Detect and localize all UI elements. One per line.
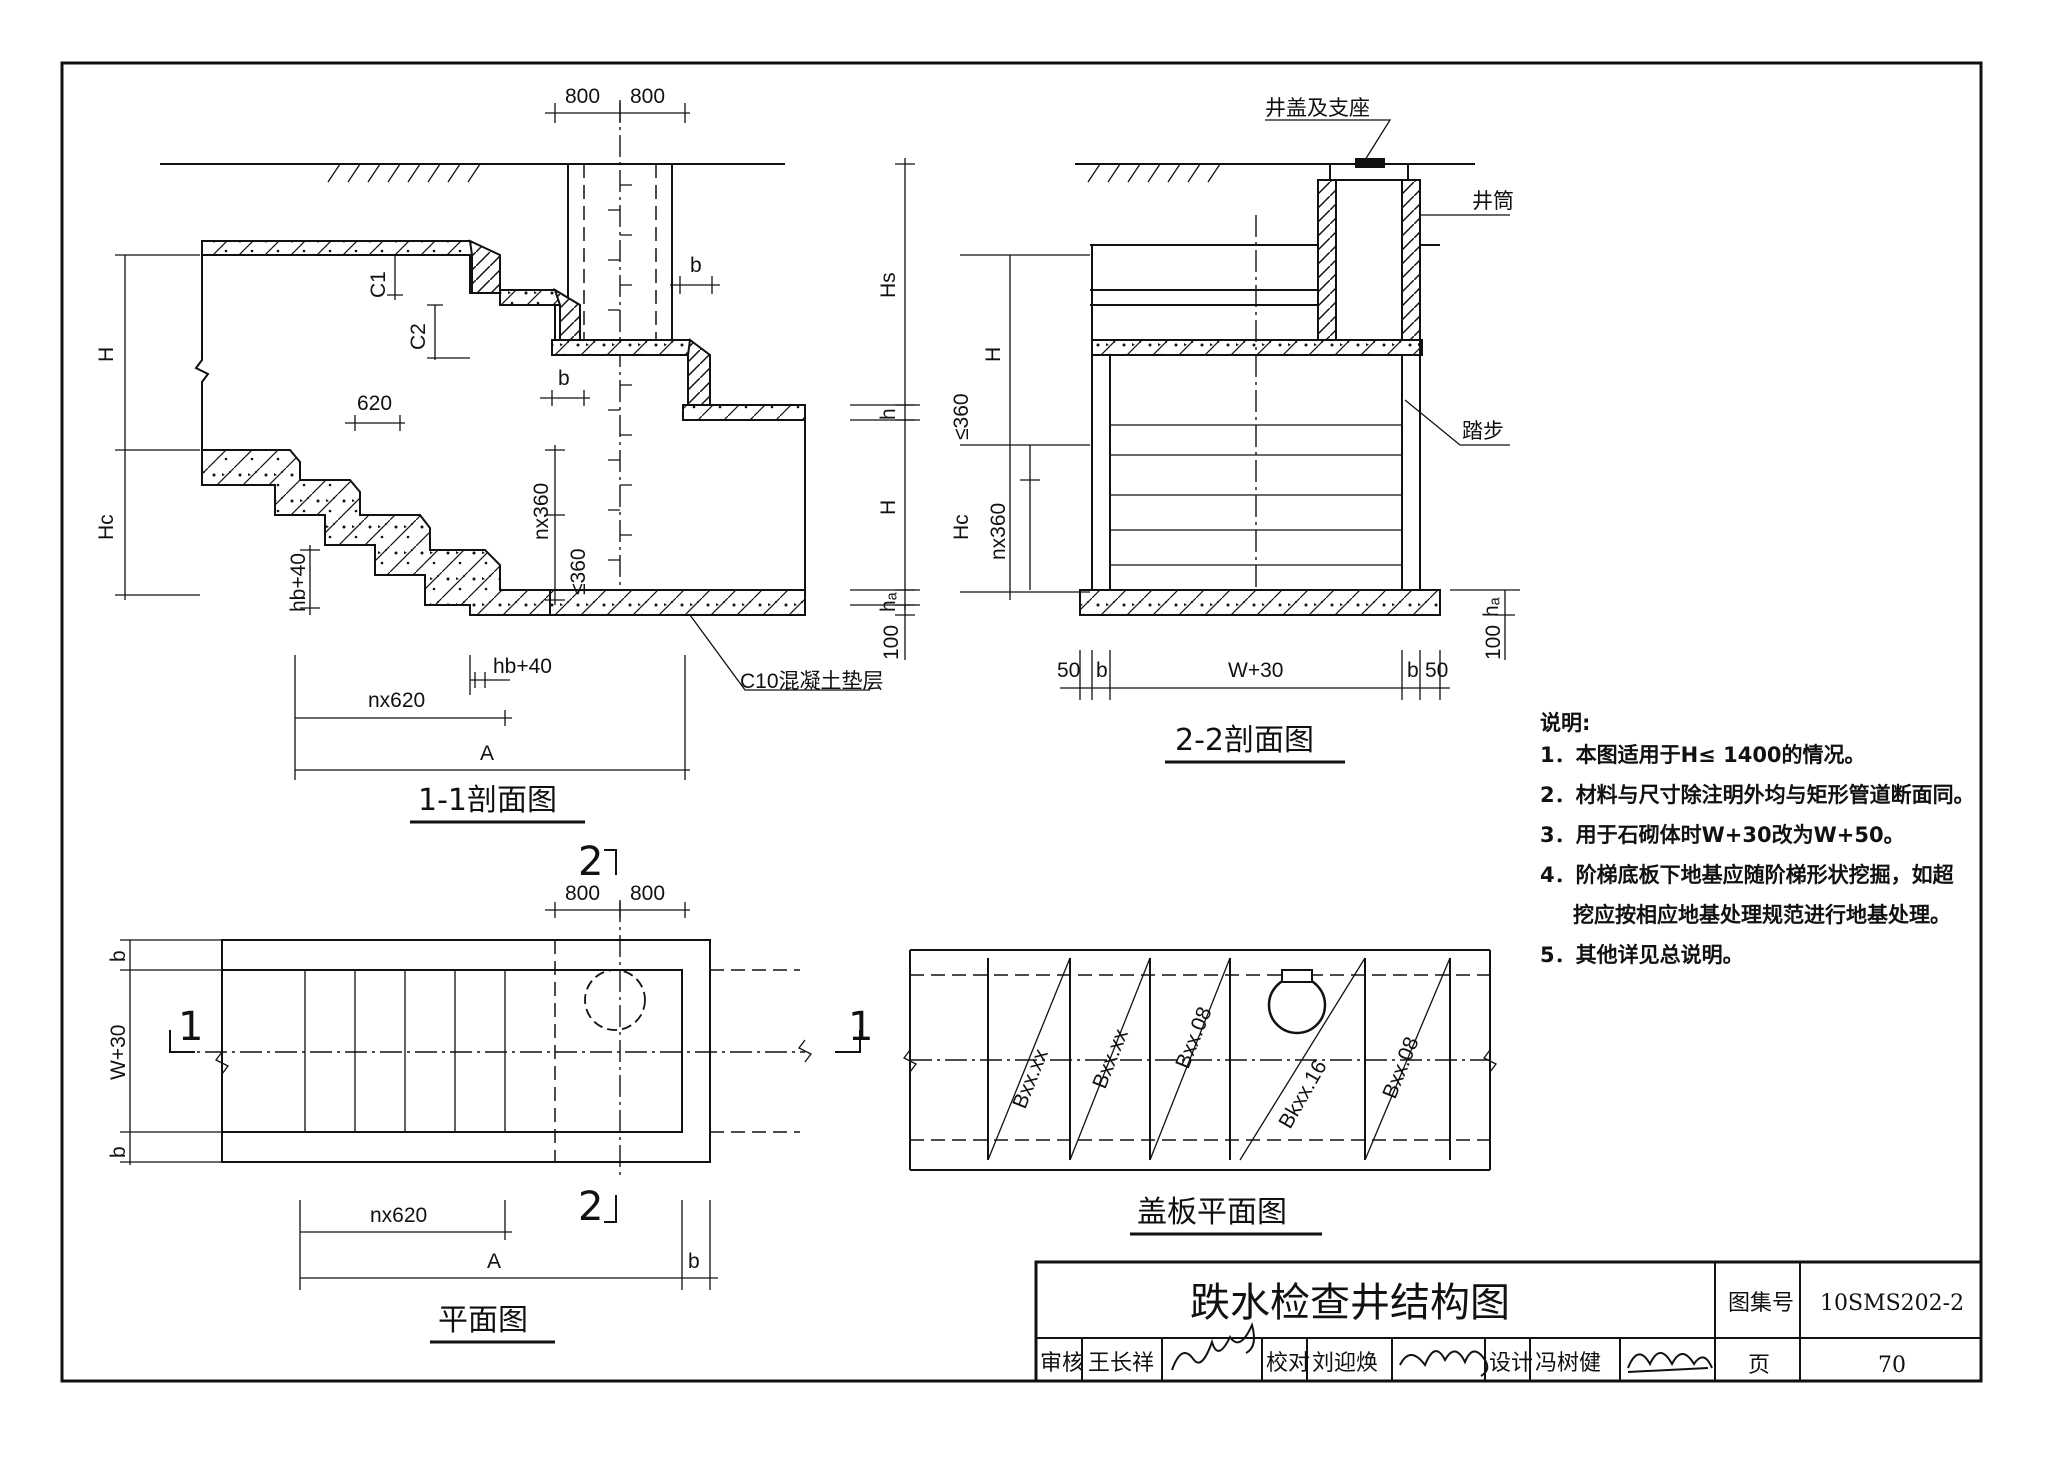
sheet-border xyxy=(60,61,1983,1383)
design-label: 设计 xyxy=(1489,1351,1533,1376)
dim-2-50a: 50 xyxy=(1057,659,1080,682)
plan-dim-b-right: b xyxy=(688,1250,700,1273)
note-4: 4．阶梯底板下地基应随阶梯形状挖掘，如超 xyxy=(1540,863,1955,887)
plan-dim-nx620: nx620 xyxy=(370,1204,427,1227)
callout-steps: 踏步 xyxy=(1462,420,1504,443)
dim-800-a: 800 xyxy=(565,85,600,108)
dim-hs: Hs xyxy=(877,272,900,298)
dim-2-le360: ≤360 xyxy=(950,393,973,440)
plan-section-2-bottom: 2 xyxy=(578,1184,603,1230)
dim-b-mid: b xyxy=(558,367,570,390)
checker-name: 刘迎焕 xyxy=(1312,1351,1378,1376)
notes-heading: 说明: xyxy=(1540,711,1590,735)
dim-2-nx360: nx360 xyxy=(987,503,1010,560)
callout-cushion: C10混凝土垫层 xyxy=(740,670,884,693)
dim-h-small: h xyxy=(877,408,900,420)
callout-shaft: 井筒 xyxy=(1472,190,1514,213)
section-2-2: 井盖及支座 井筒 踏步 H ≤360 Hc nx360 hₐ 100 50 b … xyxy=(950,97,1520,764)
dim-a: A xyxy=(480,742,494,765)
atlas-label: 图集号 xyxy=(1728,1291,1794,1316)
plan-dim-b-top: b xyxy=(107,950,130,962)
dim-hb40: hb+40 xyxy=(493,655,552,678)
note-5: 5．其他详见总说明。 xyxy=(1540,943,1744,967)
page-label: 页 xyxy=(1748,1353,1770,1378)
dim-hb40-vertical: hb+40 xyxy=(287,553,310,612)
plan-dim-b-bottom: b xyxy=(107,1146,130,1158)
cover-plan: Bxx.xx Bxx.xx Bxx.08 Bkxx.16 Bxx.08 盖板平面… xyxy=(903,949,1497,1236)
designer-name: 冯树健 xyxy=(1535,1351,1601,1376)
dim-2-hc: Hc xyxy=(950,514,973,540)
dim-2-100: 100 xyxy=(1482,625,1505,660)
plan-title: 平面图 xyxy=(438,1303,528,1338)
slab-2: Bxx.xx xyxy=(1088,1025,1133,1091)
dim-800-b: 800 xyxy=(630,85,665,108)
title-block: 跌水检查井结构图 图集号 10SMS202-2 审核 王长祥 校对 刘迎焕 设计… xyxy=(1034,1260,1983,1383)
dim-c1: C1 xyxy=(367,271,390,298)
plan-section-1-left: 1 xyxy=(178,1004,203,1050)
designer-signature xyxy=(1627,1352,1713,1373)
plan-dim-800-a: 800 xyxy=(565,882,600,905)
dim-620: 620 xyxy=(357,392,392,415)
dim-h-left: H xyxy=(95,347,118,362)
plan-dim-800-b: 800 xyxy=(630,882,665,905)
reviewer-signature xyxy=(1171,1322,1255,1371)
reviewer-name: 王长祥 xyxy=(1088,1351,1154,1376)
dim-2-h: H xyxy=(982,347,1005,362)
plan-section-2-top: 2 xyxy=(578,839,603,885)
dim-2-bb: b xyxy=(1407,659,1419,682)
dim-2-hd: hₐ xyxy=(1480,597,1503,617)
upper-steps xyxy=(201,239,806,421)
drawing-title: 跌水检查井结构图 xyxy=(1190,1280,1510,1326)
notes: 说明: 1．本图适用于H≤ 1400的情况。 2．材料与尺寸除注明外均与矩形管道… xyxy=(1540,711,1975,967)
note-3: 3．用于石砌体时W+30改为W+50。 xyxy=(1540,823,1905,847)
check-label: 校对 xyxy=(1266,1351,1310,1376)
cover-plan-title: 盖板平面图 xyxy=(1137,1195,1287,1230)
section-1-1: C10混凝土垫层 800 800 b b C1 C2 620 Hs h H hₐ… xyxy=(95,85,920,824)
plan-view: 800 800 2 2 1 1 b W+30 b nx620 A b 平面图 xyxy=(107,839,873,1344)
dim-2-50b: 50 xyxy=(1425,659,1448,682)
dim-hd-right: hₐ xyxy=(877,592,900,612)
plan-dim-w30: W+30 xyxy=(107,1025,130,1080)
section-2-2-title: 2-2剖面图 xyxy=(1175,723,1314,758)
slab-4: Bkxx.16 xyxy=(1274,1056,1331,1132)
dim-100: 100 xyxy=(880,625,903,660)
page-number: 70 xyxy=(1878,1353,1906,1378)
note-1: 1．本图适用于H≤ 1400的情况。 xyxy=(1540,743,1866,767)
callout-cover: 井盖及支座 xyxy=(1265,97,1370,120)
slab-5: Bxx.08 xyxy=(1378,1034,1423,1102)
dim-c2: C2 xyxy=(407,323,430,350)
lower-steps xyxy=(201,420,806,616)
plan-dim-a: A xyxy=(487,1250,501,1273)
ground-hatch-right xyxy=(1087,163,1221,183)
dim-nx360: nx360 xyxy=(530,483,553,540)
review-label: 审核 xyxy=(1040,1351,1084,1376)
dim-nx620: nx620 xyxy=(368,689,425,712)
note-4-cont: 挖应按相应地基处理规范进行地基处理。 xyxy=(1573,903,1951,927)
dim-hc-left: Hc xyxy=(95,514,118,540)
section-1-1-title: 1-1剖面图 xyxy=(418,783,557,818)
checker-signature xyxy=(1399,1350,1489,1377)
dim-2-ba: b xyxy=(1096,659,1108,682)
dim-2-w30: W+30 xyxy=(1228,659,1283,682)
dim-b-top: b xyxy=(690,254,702,277)
note-2: 2．材料与尺寸除注明外均与矩形管道断面同。 xyxy=(1540,783,1975,807)
slab-3: Bxx.08 xyxy=(1171,1004,1216,1072)
atlas-number: 10SMS202-2 xyxy=(1820,1291,1964,1316)
ground-hatch-left xyxy=(327,163,481,183)
dim-h-right: H xyxy=(877,500,900,515)
dim-le360: ≤360 xyxy=(567,548,590,595)
slab-1: Bxx.xx xyxy=(1008,1045,1053,1111)
